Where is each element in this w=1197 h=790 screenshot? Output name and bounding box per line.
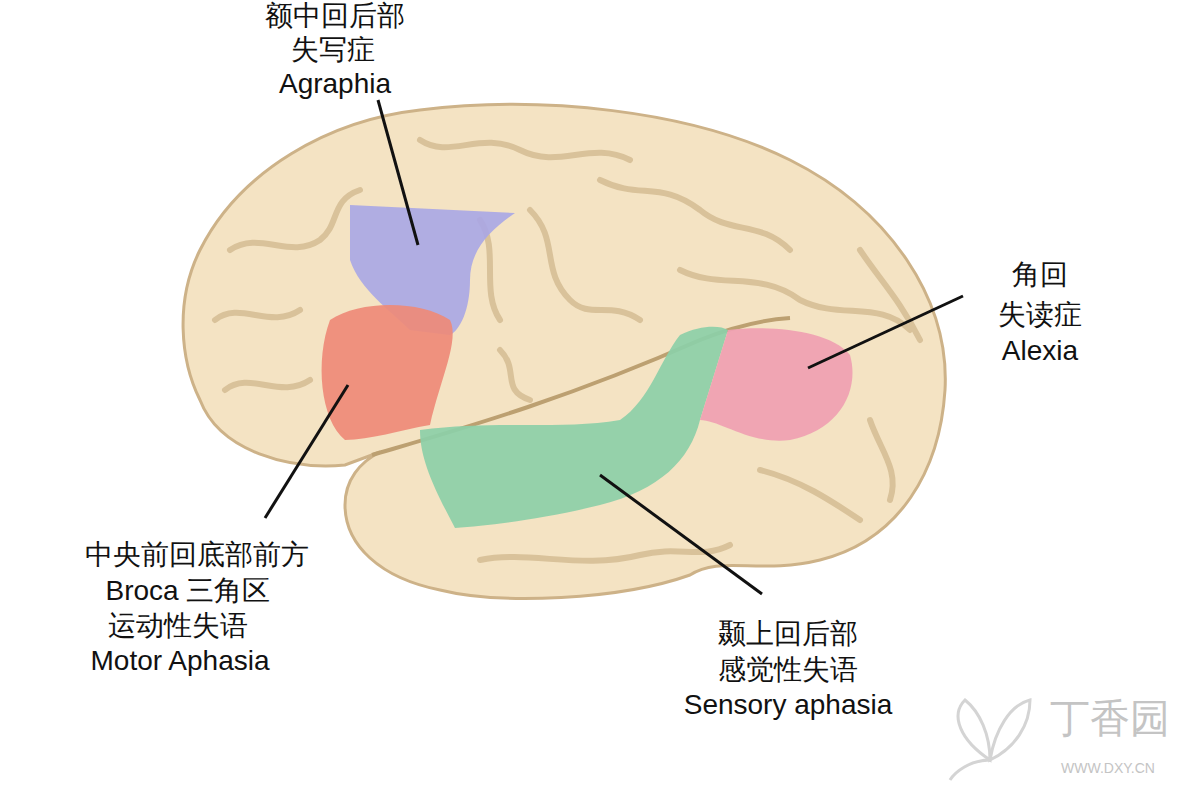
symptom-name: Agraphia	[279, 68, 391, 100]
watermark: 丁香园	[1050, 695, 1170, 741]
wernicke-region	[420, 327, 728, 528]
region-name: 额中回后部	[265, 0, 405, 32]
region-name: 角回	[1012, 259, 1068, 291]
broca-region	[322, 305, 453, 440]
symptom-name: 失读症	[998, 299, 1082, 331]
leader-line	[265, 385, 348, 518]
watermark-logo	[950, 700, 1030, 780]
leader-line	[600, 475, 762, 594]
symptom-name: Alexia	[1002, 335, 1078, 367]
symptom-name: 感觉性失语	[718, 654, 858, 686]
brain-outline	[183, 104, 945, 598]
leader-lines	[265, 100, 963, 594]
leader-line	[808, 296, 963, 368]
symptom-name: 运动性失语	[108, 610, 248, 642]
region-name: 中央前回底部前方	[85, 539, 309, 571]
gyri-texture	[215, 140, 920, 561]
symptom-name: Sensory aphasia	[684, 689, 893, 721]
angular-gyrus-region	[700, 328, 853, 440]
leader-line	[378, 100, 418, 245]
symptom-name: 失写症	[291, 34, 375, 66]
region-name: 颞上回后部	[718, 618, 858, 650]
symptom-name: Motor Aphasia	[91, 645, 270, 677]
region-name: Broca 三角区	[106, 575, 271, 607]
watermark: WWW.DXY.CN	[1061, 760, 1155, 776]
